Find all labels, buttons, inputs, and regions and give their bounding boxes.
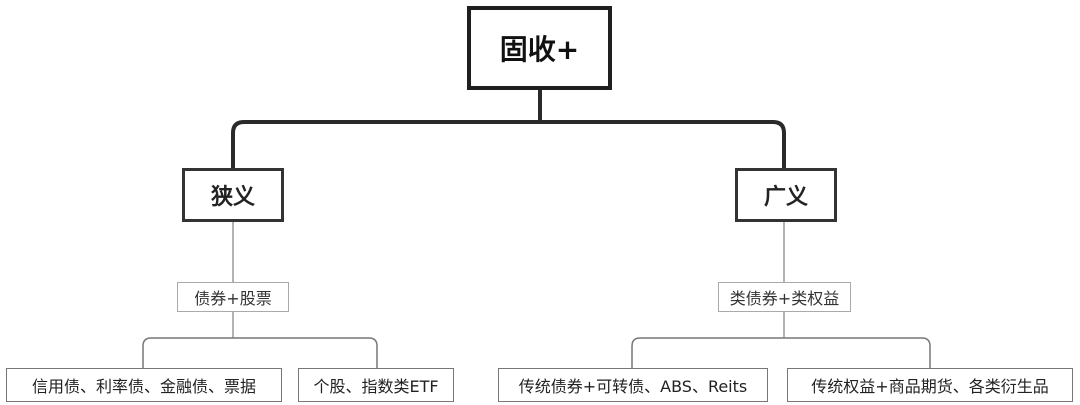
connector-left-branch — [142, 337, 378, 368]
label-narrow: 债券+股票 — [177, 282, 289, 312]
leaf-narrow-bonds: 信用债、利率债、金融债、票据 — [6, 368, 282, 402]
node-broad: 广义 — [735, 168, 837, 222]
leaf-broad-bonds: 传统债券+可转债、ABS、Reits — [498, 368, 768, 402]
label-broad: 类债券+类权益 — [718, 282, 851, 312]
leaf-narrow-stocks: 个股、指数类ETF — [298, 368, 454, 402]
root-node: 固收+ — [467, 6, 612, 90]
leaf-broad-equity: 传统权益+商品期货、各类衍生品 — [787, 368, 1073, 402]
connector-right-branch — [631, 337, 931, 368]
connector-root-branch — [231, 120, 786, 168]
node-narrow: 狭义 — [182, 168, 284, 222]
